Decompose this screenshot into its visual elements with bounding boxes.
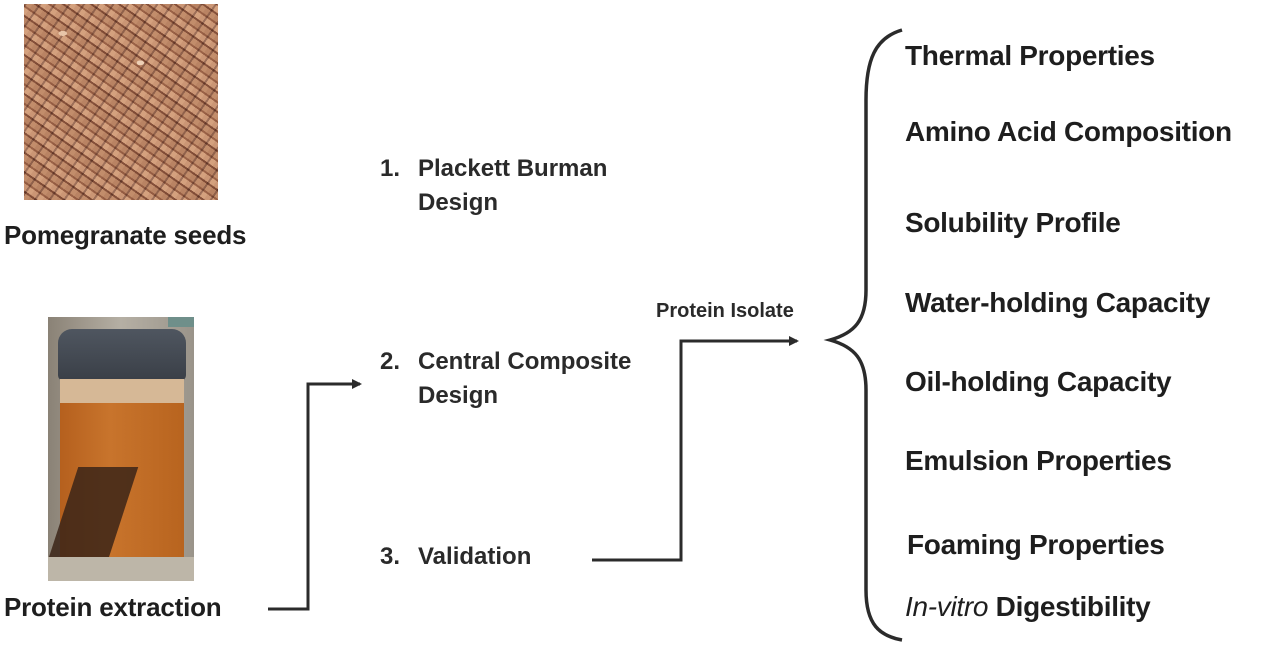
property-foaming: Foaming Properties <box>907 529 1165 560</box>
property-water-holding: Water-holding Capacity <box>905 287 1211 318</box>
extraction-caption: Protein extraction <box>4 592 222 622</box>
protein-isolate-label: Protein Isolate <box>656 300 794 322</box>
step-number: 2. <box>380 348 401 375</box>
arrow-extraction-to-design <box>268 379 362 611</box>
step-central-composite: 2. Central Composite Design <box>380 345 631 413</box>
property-thermal: Thermal Properties <box>905 40 1155 71</box>
property-amino-acid: Amino Acid Composition <box>905 116 1232 147</box>
seeds-caption: Pomegranate seeds <box>4 220 247 250</box>
property-solubility: Solubility Profile <box>905 207 1121 238</box>
property-text: Digestibility <box>988 591 1151 622</box>
step-text: Validation <box>418 543 532 570</box>
step-text: Central Composite <box>418 348 632 375</box>
arrow-validation-to-isolate <box>592 336 799 562</box>
step-text-cont: Design <box>418 189 499 216</box>
step-number: 1. <box>380 155 401 182</box>
protein-extraction-jar-image <box>48 317 194 581</box>
step-text: Plackett Burman <box>418 155 608 182</box>
pomegranate-seeds-image <box>24 4 218 200</box>
property-oil-holding: Oil-holding Capacity <box>905 366 1172 397</box>
step-text-cont: Design <box>418 382 499 409</box>
step-validation: 3. Validation <box>380 540 531 574</box>
step-number: 3. <box>380 543 401 570</box>
step-plackett-burman: 1. Plackett Burman Design <box>380 152 607 220</box>
property-digestibility: In-vitro Digestibility <box>905 591 1151 623</box>
property-emulsion: Emulsion Properties <box>905 445 1172 476</box>
italic-term: In-vitro <box>905 591 989 622</box>
curly-brace <box>823 28 903 642</box>
